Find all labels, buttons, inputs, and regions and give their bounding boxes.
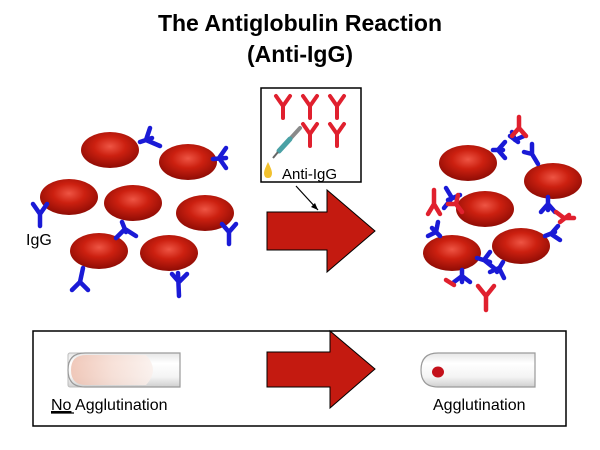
anti-igg-antibody-icons	[274, 94, 346, 148]
red-blood-cell	[70, 233, 128, 269]
red-blood-cell	[423, 235, 481, 271]
title-line-2: (Anti-IgG)	[246, 41, 353, 67]
igg-antibodies-left	[30, 125, 239, 299]
red-blood-cell	[140, 235, 198, 271]
test-tube-no-agglutination	[67, 352, 181, 388]
red-blood-cell	[439, 145, 497, 181]
red-blood-cell	[176, 195, 234, 231]
agglutination-label: Agglutination	[433, 397, 526, 414]
tube-liquid	[71, 355, 153, 385]
no-word: No	[51, 397, 72, 414]
no-agglutination-label: No Agglutination	[51, 397, 168, 414]
red-blood-cell	[159, 144, 217, 180]
igg-antibody-icon	[210, 145, 229, 171]
reaction-arrow-icon	[266, 188, 376, 274]
rbc-group-right	[423, 145, 582, 271]
rbc-group-left	[40, 132, 234, 271]
result-arrow-icon	[266, 329, 376, 410]
red-blood-cell	[524, 163, 582, 199]
red-blood-cell	[104, 185, 162, 221]
anti-igg-bridges-right	[425, 114, 577, 313]
anti-igg-reagent-box: Anti-IgG	[260, 87, 362, 183]
test-tube-agglutination	[420, 352, 536, 388]
title-line-1: The Antiglobulin Reaction	[157, 10, 443, 36]
igg-antibody-icon	[69, 265, 91, 293]
no-agglutination-rest: Agglutination	[71, 397, 167, 414]
igg-label: IgG	[26, 232, 52, 249]
igg-antibody-icon	[219, 221, 239, 247]
drop-icon	[264, 162, 272, 178]
dropper-icon	[272, 126, 302, 159]
red-blood-cell	[40, 179, 98, 215]
igg-antibody-icon	[30, 201, 50, 229]
red-blood-cell	[492, 228, 550, 264]
igg-antibody-icon	[169, 270, 190, 299]
igg-antibodies-right	[425, 129, 563, 285]
red-blood-cell	[456, 191, 514, 227]
anti-igg-label: Anti-IgG	[282, 166, 337, 183]
igg-antibody-icon	[137, 125, 163, 149]
red-blood-cell	[81, 132, 139, 168]
agglutinate-button	[432, 366, 444, 378]
igg-antibody-icon	[113, 219, 139, 241]
